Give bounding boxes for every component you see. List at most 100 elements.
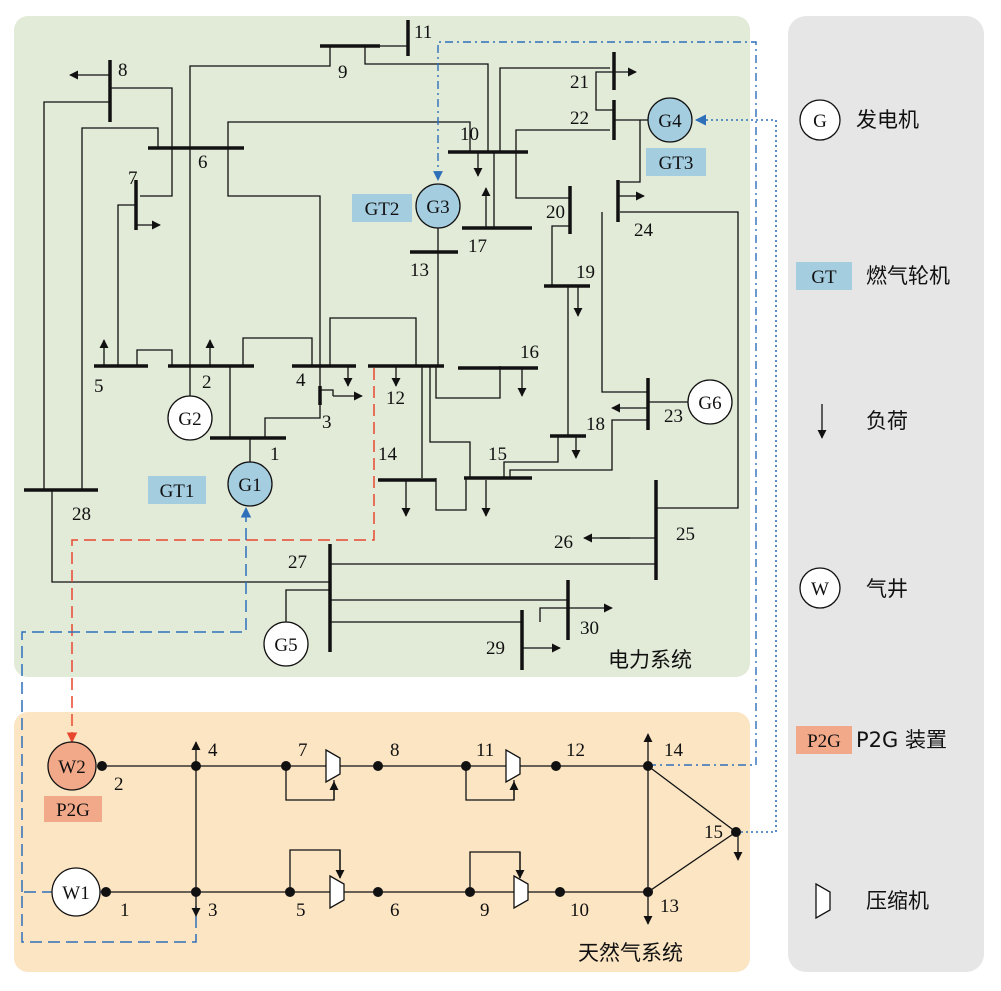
gas-node-label-13: 13: [660, 896, 679, 917]
svg-text:发电机: 发电机: [856, 108, 919, 132]
bus-label-3: 3: [322, 412, 332, 433]
bus-label-9: 9: [338, 62, 348, 83]
gas-wells: W1 W2 P2G: [44, 741, 102, 917]
bus-label-14: 14: [378, 444, 398, 465]
generator-g1: G1: [227, 461, 273, 507]
bus-label-22: 22: [570, 108, 589, 129]
legend-compressor: 压缩机: [815, 882, 929, 920]
gas-node-label-9: 9: [480, 900, 490, 921]
gas-node-label-8: 8: [390, 740, 400, 761]
bus-label-18: 18: [586, 414, 605, 435]
svg-text:G6: G6: [698, 393, 721, 414]
legend-gas-well: W 气井: [799, 567, 908, 609]
legend-gas-turbine: GT 燃气轮机: [796, 262, 950, 290]
power-system-title: 电力系统: [608, 648, 692, 672]
power-lines: [43, 45, 739, 640]
generator-g2: G2: [167, 395, 213, 441]
svg-text:GT: GT: [811, 267, 837, 288]
bus-label-27: 27: [288, 552, 307, 573]
svg-text:G3: G3: [426, 197, 449, 218]
svg-text:G5: G5: [274, 635, 297, 656]
svg-text:P2G: P2G: [807, 731, 841, 752]
power-load-arrows: [69, 67, 648, 653]
legend: G 发电机 GT 燃气轮机 负荷 W 气井 P2G P2G 装置 压缩机: [796, 99, 950, 920]
svg-text:W1: W1: [62, 883, 89, 904]
gt3-tag: GT3: [659, 153, 694, 174]
bus-label-23: 23: [664, 406, 683, 427]
generator-g4: G4: [647, 97, 693, 143]
bus-label-8: 8: [118, 60, 128, 81]
bus-label-30: 30: [580, 618, 599, 639]
svg-text:负荷: 负荷: [866, 409, 908, 433]
bus-label-1: 1: [270, 444, 280, 465]
compressor-11-12: [505, 748, 521, 784]
gas-node-label-14: 14: [664, 740, 684, 761]
power-buses: [24, 20, 658, 670]
bus-label-2: 2: [202, 372, 212, 393]
gas-node-label-2: 2: [114, 774, 124, 795]
svg-text:W: W: [811, 579, 829, 600]
gas-node-label-10: 10: [570, 900, 589, 921]
svg-text:W2: W2: [58, 757, 85, 778]
svg-text:G2: G2: [178, 409, 201, 430]
generator-g3: G3: [415, 183, 461, 252]
gas-node-label-15: 15: [704, 822, 723, 843]
bus-label-28: 28: [72, 504, 91, 525]
svg-text:G: G: [813, 111, 827, 132]
svg-text:压缩机: 压缩机: [866, 889, 929, 913]
gas-system-title: 天然气系统: [578, 941, 683, 965]
bus-label-17: 17: [468, 236, 487, 257]
generators: G1 G2 G3 G4 G5 G6: [167, 97, 733, 667]
gas-node-label-3: 3: [208, 900, 218, 921]
bus-label-20: 20: [546, 202, 565, 223]
bus-label-24: 24: [634, 220, 654, 241]
gas-node-label-7: 7: [298, 740, 308, 761]
coupling-links: [21, 41, 777, 943]
gas-node-label-12: 12: [566, 740, 585, 761]
compressor-7-8: [325, 748, 341, 784]
gas-node-label-6: 6: [390, 900, 400, 921]
gas-load-arrows: [191, 733, 743, 925]
compressor-5-6: [329, 874, 345, 910]
generator-g6: G6: [687, 379, 733, 425]
gas-turbine-tags: GT1 GT2 GT3: [148, 148, 706, 504]
power-bus-labels: 1 2 3 4 5 6 7 8 9 10 11 12 13 14 15 16 1…: [72, 22, 695, 659]
gas-node-label-4: 4: [208, 740, 218, 761]
gas-node-label-5: 5: [296, 900, 306, 921]
well-w1: W1: [51, 867, 101, 917]
bus-label-16: 16: [520, 342, 539, 363]
compressors: [325, 748, 529, 910]
bus-label-12: 12: [386, 388, 405, 409]
gas-node-label-11: 11: [476, 740, 494, 761]
svg-text:P2G 装置: P2G 装置: [856, 728, 947, 752]
bus-label-13: 13: [410, 260, 429, 281]
bus-label-15: 15: [488, 444, 507, 465]
bus-label-4: 4: [296, 370, 306, 391]
gt2-tag: GT2: [365, 199, 400, 220]
generator-g5: G5: [263, 621, 309, 667]
gas-node-label-1: 1: [120, 900, 130, 921]
bus-label-11: 11: [414, 22, 432, 43]
p2g-tag: P2G: [56, 800, 90, 821]
svg-text:气井: 气井: [866, 577, 908, 601]
compressor-9-10: [513, 874, 529, 910]
svg-text:G4: G4: [658, 111, 682, 132]
bus-label-10: 10: [460, 124, 479, 145]
well-w2: W2: [47, 741, 97, 791]
svg-text:燃气轮机: 燃气轮机: [866, 264, 950, 288]
bus-label-5: 5: [94, 376, 104, 397]
gt1-tag: GT1: [160, 481, 195, 502]
bus-label-21: 21: [570, 72, 589, 93]
gas-nodes: [97, 761, 741, 897]
bus-label-19: 19: [576, 262, 595, 283]
legend-p2g: P2G P2G 装置: [796, 726, 947, 754]
legend-generator: G 发电机: [799, 99, 919, 141]
bus-label-29: 29: [486, 638, 505, 659]
gas-system-panel: [14, 712, 750, 972]
legend-load: 负荷: [817, 404, 908, 439]
bus-label-26: 26: [554, 532, 573, 553]
gas-node-labels: 1 2 3 4 5 6 7 8 9 10 11 12 13 14 15: [114, 740, 723, 921]
power-system-panel: [14, 16, 750, 677]
legend-panel: [788, 16, 984, 972]
